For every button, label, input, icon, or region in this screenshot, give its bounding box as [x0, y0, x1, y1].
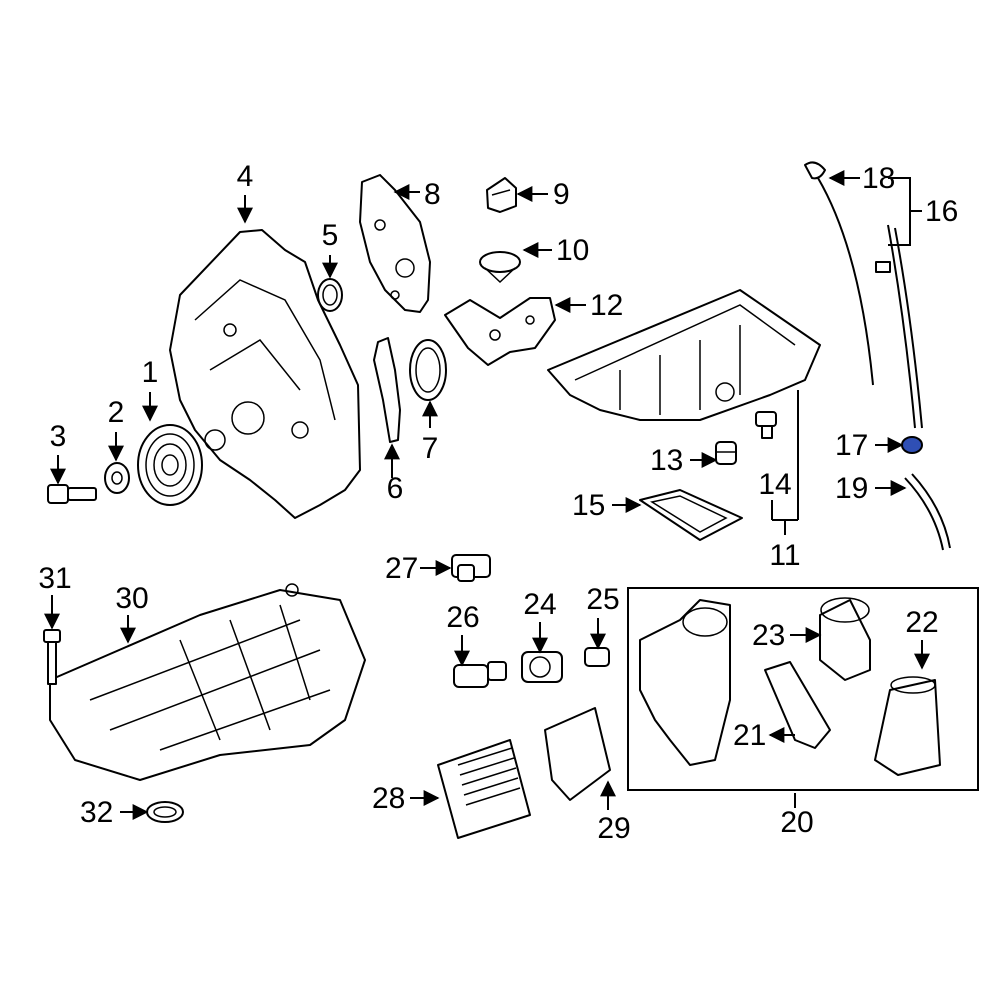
- small-plug-part[interactable]: [584, 647, 610, 667]
- filter-element-part[interactable]: [874, 676, 941, 776]
- callout-17: 17: [835, 429, 868, 462]
- pan-gasket-part[interactable]: [639, 489, 743, 541]
- intake-manifold-part[interactable]: [49, 583, 366, 781]
- oil-cap-part[interactable]: [486, 177, 517, 213]
- plug-part[interactable]: [715, 441, 737, 465]
- bracket-part[interactable]: [444, 297, 556, 366]
- callout-20: 20: [780, 806, 813, 839]
- dipstick-tube-part[interactable]: [875, 224, 923, 429]
- grommet-part[interactable]: [901, 436, 923, 454]
- callout-15: 15: [572, 489, 605, 522]
- callout-2: 2: [108, 396, 125, 429]
- callout-3: 3: [50, 420, 67, 453]
- callout-9: 9: [553, 178, 570, 211]
- callout-23: 23: [752, 619, 785, 652]
- leader-lines: [44, 170, 930, 820]
- washer-part[interactable]: [104, 462, 130, 494]
- crank-pulley-part[interactable]: [137, 424, 203, 506]
- housing-gasket-part[interactable]: [764, 661, 831, 749]
- timing-cover-part[interactable]: [169, 229, 361, 519]
- callout-30: 30: [115, 582, 148, 615]
- callout-11: 11: [769, 539, 800, 572]
- callout-22: 22: [905, 606, 938, 639]
- callout-19: 19: [835, 472, 868, 505]
- pulley-bolt-part[interactable]: [47, 484, 97, 504]
- callout-27: 27: [385, 552, 418, 585]
- callout-26: 26: [446, 601, 479, 634]
- callout-4: 4: [237, 160, 254, 193]
- manifold-seal-part[interactable]: [146, 801, 184, 823]
- sensor-part[interactable]: [451, 554, 491, 582]
- stud-part[interactable]: [43, 629, 61, 685]
- callout-5: 5: [322, 219, 339, 252]
- callout-18: 18: [862, 162, 895, 195]
- callout-16: 16: [925, 195, 958, 228]
- callout-13: 13: [650, 444, 683, 477]
- callout-14: 14: [758, 468, 791, 501]
- callout-24: 24: [523, 588, 556, 621]
- tube-part[interactable]: [904, 473, 951, 551]
- oil-cooler-part[interactable]: [437, 739, 531, 839]
- callout-28: 28: [372, 782, 405, 815]
- seal-part[interactable]: [317, 278, 343, 312]
- grommet-highlight: [901, 436, 923, 454]
- drain-plug-part[interactable]: [755, 411, 777, 439]
- callout-1: 1: [142, 356, 159, 389]
- filter-group-box: [627, 587, 979, 791]
- callout-8: 8: [424, 178, 441, 211]
- callout-labels: 1 2 3 4 5 6 7 8 9 10 11 12 13 14 15 16 1…: [38, 160, 958, 845]
- cap-seal-part[interactable]: [479, 251, 521, 284]
- oil-pan-part[interactable]: [547, 289, 821, 421]
- cover-plate-part[interactable]: [359, 174, 431, 313]
- solenoid-part[interactable]: [521, 651, 563, 683]
- callout-12: 12: [590, 289, 623, 322]
- seal-ring-part[interactable]: [409, 339, 447, 401]
- callout-29: 29: [597, 812, 630, 845]
- filter-cap-part[interactable]: [819, 597, 871, 681]
- callout-31: 31: [38, 562, 71, 595]
- valve-part[interactable]: [453, 661, 507, 688]
- filter-housing-part[interactable]: [639, 599, 731, 766]
- callout-7: 7: [422, 432, 439, 465]
- callout-21: 21: [733, 719, 766, 752]
- callout-25: 25: [586, 583, 619, 616]
- dipstick-part[interactable]: [804, 161, 874, 386]
- callout-10: 10: [556, 234, 589, 267]
- cooler-gasket-part[interactable]: [544, 707, 611, 801]
- callout-32: 32: [80, 796, 113, 829]
- callout-6: 6: [387, 472, 404, 505]
- gasket-part[interactable]: [373, 337, 401, 443]
